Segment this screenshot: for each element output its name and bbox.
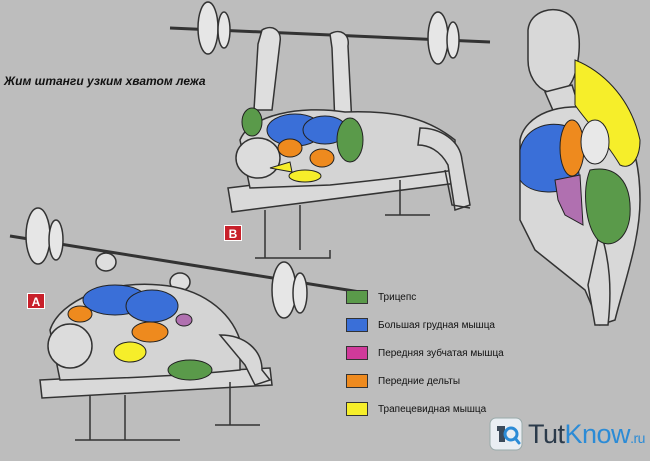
logo-text-part2: Know [564, 418, 631, 449]
legend-swatch [346, 402, 368, 416]
legend-swatch [346, 346, 368, 360]
figure-a [9, 207, 361, 441]
muscle-legend: Трицепс Большая грудная мышца Передняя з… [346, 283, 546, 423]
logo-icon [489, 417, 523, 451]
legend-label: Передние дельты [378, 375, 461, 387]
legend-item-triceps: Трицепс [346, 283, 546, 311]
legend-label: Большая грудная мышца [378, 319, 495, 331]
figure-a-badge: A [27, 293, 45, 309]
figure-b-badge: B [224, 225, 242, 241]
legend-item-pectoralis: Большая грудная мышца [346, 311, 546, 339]
logo-text: TutKnow.ru [528, 419, 645, 450]
legend-label: Трапецевидная мышца [378, 403, 487, 415]
site-logo[interactable]: TutKnow.ru [488, 415, 645, 453]
figure-b [169, 1, 491, 259]
legend-item-serratus: Передняя зубчатая мышца [346, 339, 546, 367]
anatomy-figure [519, 9, 641, 326]
logo-text-part1: Tut [528, 418, 565, 449]
legend-swatch [346, 290, 368, 304]
legend-swatch [346, 374, 368, 388]
legend-label: Передняя зубчатая мышца [378, 347, 504, 359]
legend-item-front-delts: Передние дельты [346, 367, 546, 395]
legend-label: Трицепс [378, 291, 417, 303]
legend-swatch [346, 318, 368, 332]
logo-text-part3: .ru [630, 429, 645, 446]
page-title: Жим штанги узким хватом лежа [4, 74, 206, 88]
legend-item-trapezius: Трапецевидная мышца [346, 395, 546, 423]
